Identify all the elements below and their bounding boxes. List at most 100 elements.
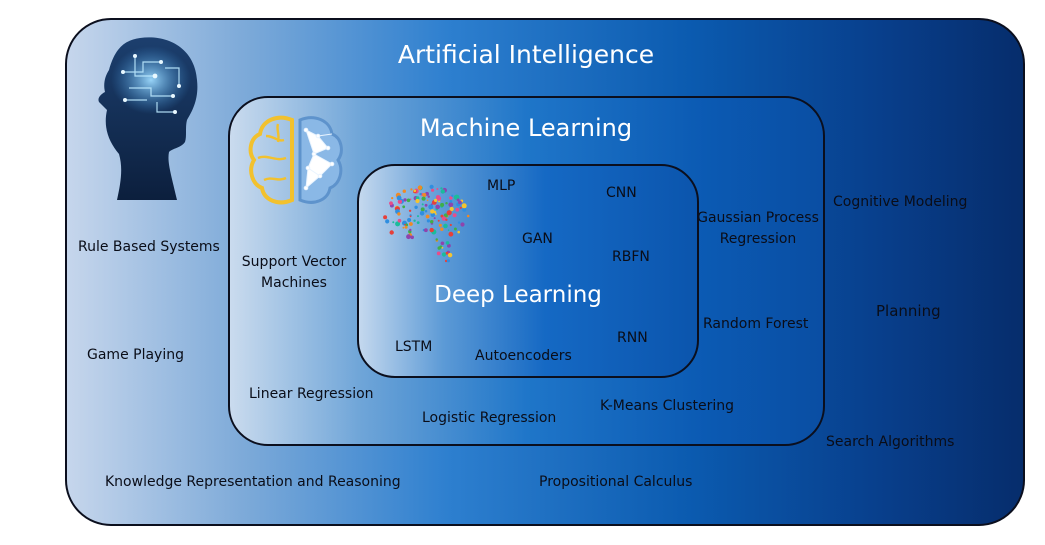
brain-dot: [443, 213, 448, 218]
brain-stem-dot: [436, 251, 441, 256]
dl-title: Deep Learning: [434, 282, 602, 308]
brain-dot: [409, 222, 413, 226]
brain-stem-dot: [447, 252, 453, 258]
brain-dot: [413, 189, 417, 193]
brain-stem-dot: [446, 259, 450, 263]
brain-dot: [449, 223, 452, 227]
brain-dot: [408, 209, 412, 212]
cognitive-modeling-label: Cognitive Modeling: [833, 194, 968, 210]
brain-dot: [422, 193, 427, 197]
brain-dot: [395, 221, 401, 227]
lstm-label: LSTM: [395, 339, 433, 355]
brain-dot: [434, 198, 438, 202]
brain-stem-dot: [445, 251, 449, 255]
brain-dot: [392, 221, 395, 224]
brain-dot: [397, 218, 402, 223]
brain-dot: [445, 202, 448, 205]
brain-dot: [406, 234, 411, 240]
brain-dot: [385, 219, 390, 224]
brain-dot: [457, 221, 461, 224]
brain-dot: [405, 223, 409, 227]
brain-dot: [436, 188, 439, 190]
brain-stem-dot: [441, 252, 447, 257]
brain-dot: [441, 216, 447, 221]
brain-dot: [435, 213, 437, 215]
brain-dot: [438, 223, 442, 227]
brain-dot: [425, 214, 430, 219]
cnn-label: CNN: [606, 185, 637, 201]
rnn-label: RNN: [617, 330, 648, 346]
brain-dot: [421, 196, 426, 201]
linear-regression-label: Linear Regression: [249, 386, 374, 402]
gan-label: GAN: [522, 231, 553, 247]
brain-dot: [430, 220, 434, 224]
brain-dot: [397, 199, 403, 204]
brain-dot: [429, 184, 434, 189]
brain-dot: [416, 221, 420, 224]
brain-dot: [426, 219, 430, 223]
brain-dot: [457, 230, 460, 234]
brain-dot: [413, 219, 416, 222]
support-vector-machines-label-line1: Support Vector: [241, 254, 347, 270]
planning-label: Planning: [876, 302, 941, 320]
brain-dot: [445, 218, 448, 221]
brain-dot: [461, 203, 467, 209]
brain-dot: [404, 223, 406, 226]
brain-dot: [440, 241, 445, 246]
human-head-circuit-icon: [98, 37, 198, 200]
brain-dot: [448, 202, 454, 208]
neural-network-brain-icon: [383, 184, 470, 263]
brain-dot: [459, 206, 462, 209]
brain-dot: [452, 213, 457, 218]
brain-dot: [403, 198, 407, 202]
brain-stem-dot: [444, 259, 448, 263]
brain-dot: [466, 214, 470, 218]
brain-dot: [446, 210, 452, 216]
brain-dot: [424, 203, 428, 207]
brain-dot: [455, 207, 460, 212]
brain-dot: [440, 187, 443, 190]
brain-dot: [437, 219, 440, 222]
brain-dot: [430, 212, 435, 217]
brain-dot: [402, 189, 406, 193]
brain-stem-dot: [445, 241, 450, 245]
brain-dot: [397, 212, 401, 216]
brain-dot: [435, 195, 441, 200]
brain-dot: [409, 215, 412, 218]
brain-dot: [406, 198, 411, 203]
search-algorithms-label: Search Algorithms: [826, 434, 955, 450]
brain-dot: [433, 217, 436, 220]
propositional-calculus-label: Propositional Calculus: [539, 474, 693, 490]
brain-dot: [447, 229, 450, 231]
brain-dot: [440, 189, 445, 194]
autoencoders-label: Autoencoders: [475, 348, 572, 364]
brain-dot: [440, 202, 445, 207]
brain-dot: [458, 200, 462, 205]
brain-dot: [391, 197, 394, 200]
brain-dot: [409, 228, 412, 232]
brain-stem-dot: [447, 243, 451, 248]
rule-based-systems-label: Rule Based Systems: [78, 239, 220, 255]
brain-dot: [419, 192, 422, 196]
ai-title: Artificial Intelligence: [397, 40, 655, 69]
brain-dot: [460, 222, 465, 227]
brain-dot: [448, 231, 454, 237]
brain-dot: [417, 215, 419, 218]
ml-title: Machine Learning: [419, 114, 633, 142]
brain-dot: [431, 188, 435, 192]
brain-dot: [451, 194, 454, 197]
brain-dot: [424, 228, 428, 233]
brain-dot: [383, 215, 388, 220]
brain-dot: [443, 223, 448, 229]
brain-dot: [456, 198, 460, 202]
brain-dot: [462, 207, 467, 212]
brain-dot: [421, 203, 424, 206]
brain-dot: [424, 209, 428, 213]
gaussian-process-regression-label-line2: Regression: [719, 231, 797, 247]
mlp-label: MLP: [487, 178, 516, 194]
brain-dot: [410, 188, 413, 191]
brain-dot: [420, 207, 425, 212]
brain-dot: [429, 227, 434, 233]
brain-dot: [428, 204, 434, 210]
brain-dot: [404, 225, 408, 229]
